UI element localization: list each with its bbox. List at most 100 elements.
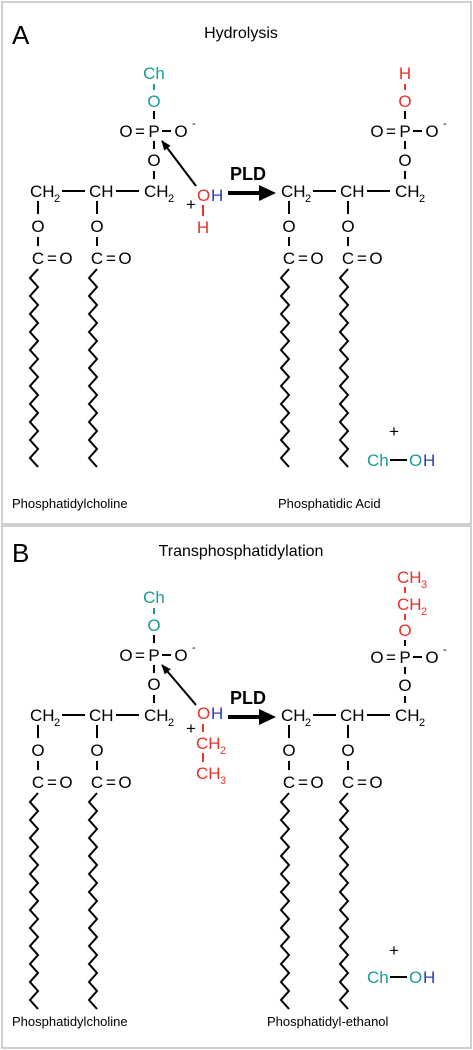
ester-oxygen-2: O bbox=[90, 217, 103, 236]
backbone-ch2-1: CH bbox=[30, 706, 55, 725]
substrate-molecule: Ch O O = P O - O CH 2 CH CH 2 O bbox=[28, 64, 196, 468]
choline-oxygen: O bbox=[147, 616, 160, 635]
double-bond-sign: = bbox=[106, 773, 116, 792]
panel-a-frame bbox=[1, 1, 472, 525]
ethanol-molecule: + O H CH 2 CH 3 bbox=[161, 664, 226, 787]
water-oxygen: O bbox=[197, 186, 210, 205]
phosphate-oxo-oxygen: O bbox=[119, 646, 132, 665]
negative-charge: - bbox=[443, 118, 447, 130]
phosphate-oxo-oxygen: O bbox=[370, 122, 383, 141]
plus-sign: + bbox=[186, 195, 196, 214]
panel-a-label: A bbox=[12, 20, 30, 50]
water-molecule: + O H H bbox=[161, 140, 223, 237]
double-bond-sign: = bbox=[386, 122, 396, 141]
double-bond-sign: = bbox=[357, 249, 367, 268]
subscript-2: 2 bbox=[168, 717, 174, 729]
released-choline: + Ch O H bbox=[367, 422, 435, 470]
nucleophilic-attack-arrow bbox=[161, 664, 197, 706]
carbonyl-carbon-1: C bbox=[283, 249, 295, 268]
ester-oxygen-1: O bbox=[282, 217, 295, 236]
ester-oxygen-1: O bbox=[31, 741, 44, 760]
fatty-acid-chain-1 bbox=[279, 268, 291, 468]
carbonyl-carbon-2: C bbox=[91, 773, 103, 792]
carbonyl-oxygen-1: O bbox=[310, 249, 323, 268]
fatty-acid-chain-1 bbox=[28, 792, 40, 1010]
product-molecule: CH 3 CH 2 O O = P O - O CH 2 CH CH 2 O bbox=[279, 568, 447, 1010]
choline-oxygen: O bbox=[409, 451, 422, 470]
subscript-2: 2 bbox=[419, 193, 425, 205]
carbonyl-oxygen-2: O bbox=[369, 773, 382, 792]
carbonyl-carbon-2: C bbox=[342, 249, 354, 268]
panel-b-frame bbox=[1, 525, 472, 1049]
choline-group: Ch bbox=[367, 451, 389, 470]
carbonyl-carbon-2: C bbox=[91, 249, 103, 268]
panel-b-label: B bbox=[12, 538, 29, 568]
double-bond-sign: = bbox=[135, 646, 145, 665]
water-hydrogen-red: H bbox=[197, 218, 209, 237]
fatty-acid-chain-2 bbox=[87, 268, 99, 468]
hydroxyl-oxygen: O bbox=[398, 92, 411, 111]
carbonyl-carbon-1: C bbox=[32, 773, 44, 792]
double-bond-sign: = bbox=[357, 773, 367, 792]
product-caption: Phosphatidic Acid bbox=[278, 496, 381, 511]
subscript-2: 2 bbox=[54, 717, 60, 729]
backbone-ch2-3: CH bbox=[144, 706, 169, 725]
subscript-2: 2 bbox=[305, 193, 311, 205]
enzyme-label: PLD bbox=[230, 688, 266, 708]
ester-oxygen-2: O bbox=[341, 217, 354, 236]
carbonyl-carbon-2: C bbox=[342, 773, 354, 792]
phosphate-anion-oxygen: O bbox=[425, 122, 438, 141]
choline-oxygen: O bbox=[409, 968, 422, 987]
subscript-2: 2 bbox=[220, 745, 226, 757]
phosphorus-atom: P bbox=[148, 646, 159, 665]
phosphate-oxo-oxygen: O bbox=[370, 648, 383, 667]
carbonyl-oxygen-1: O bbox=[310, 773, 323, 792]
water-hydrogen-blue: H bbox=[211, 186, 223, 205]
double-bond-sign: = bbox=[298, 773, 308, 792]
backbone-ch2-3: CH bbox=[144, 182, 169, 201]
carbonyl-oxygen-2: O bbox=[118, 773, 131, 792]
panel-b: B Transphosphatidylation Ch O O = P O - … bbox=[1, 525, 472, 1049]
fatty-acid-chain-1 bbox=[279, 792, 291, 1010]
ethanol-ch2: CH bbox=[196, 734, 221, 753]
bridging-oxygen: O bbox=[147, 675, 160, 694]
substrate-molecule: Ch O O = P O - O CH 2 CH CH 2 O C = O bbox=[28, 588, 196, 1010]
ethyl-ch3: CH bbox=[397, 568, 422, 587]
double-bond-sign: = bbox=[47, 773, 57, 792]
carbonyl-oxygen-2: O bbox=[118, 249, 131, 268]
phosphate-hydrogen: H bbox=[399, 64, 411, 83]
choline-group: Ch bbox=[367, 968, 389, 987]
ethyl-ch2: CH bbox=[397, 595, 422, 614]
subscript-2: 2 bbox=[168, 193, 174, 205]
enzyme-label: PLD bbox=[230, 164, 266, 184]
double-bond-sign: = bbox=[135, 122, 145, 141]
phosphorus-atom: P bbox=[399, 648, 410, 667]
ethanol-ch3: CH bbox=[196, 764, 221, 783]
backbone-ch2-1: CH bbox=[30, 182, 55, 201]
carbonyl-oxygen-1: O bbox=[59, 773, 72, 792]
substrate-caption: Phosphatidylcholine bbox=[12, 496, 128, 511]
fatty-acid-chain-1 bbox=[28, 268, 40, 468]
subscript-3: 3 bbox=[421, 579, 427, 591]
negative-charge: - bbox=[192, 642, 196, 654]
panel-a-title: Hydrolysis bbox=[204, 25, 278, 42]
plus-sign: + bbox=[186, 719, 196, 738]
phosphate-anion-oxygen: O bbox=[425, 648, 438, 667]
fatty-acid-chain-2 bbox=[338, 792, 350, 1010]
backbone-ch: CH bbox=[89, 182, 114, 201]
choline-group: Ch bbox=[143, 588, 165, 607]
subscript-3: 3 bbox=[220, 775, 226, 787]
reaction-arrow-head bbox=[259, 185, 276, 201]
choline-hydrogen: H bbox=[423, 451, 435, 470]
reaction-arrow-head bbox=[259, 709, 276, 725]
choline-group: Ch bbox=[143, 64, 165, 83]
carbonyl-carbon-1: C bbox=[32, 249, 44, 268]
backbone-ch2-3: CH bbox=[395, 706, 420, 725]
bridging-oxygen: O bbox=[398, 151, 411, 170]
product-molecule: H O O = P O - O CH 2 CH CH 2 O C = O bbox=[279, 64, 447, 468]
choline-hydrogen: H bbox=[423, 968, 435, 987]
released-choline: + Ch O H bbox=[367, 941, 435, 987]
fatty-acid-chain-2 bbox=[87, 792, 99, 1010]
bridging-oxygen: O bbox=[147, 151, 160, 170]
backbone-ch: CH bbox=[340, 182, 365, 201]
